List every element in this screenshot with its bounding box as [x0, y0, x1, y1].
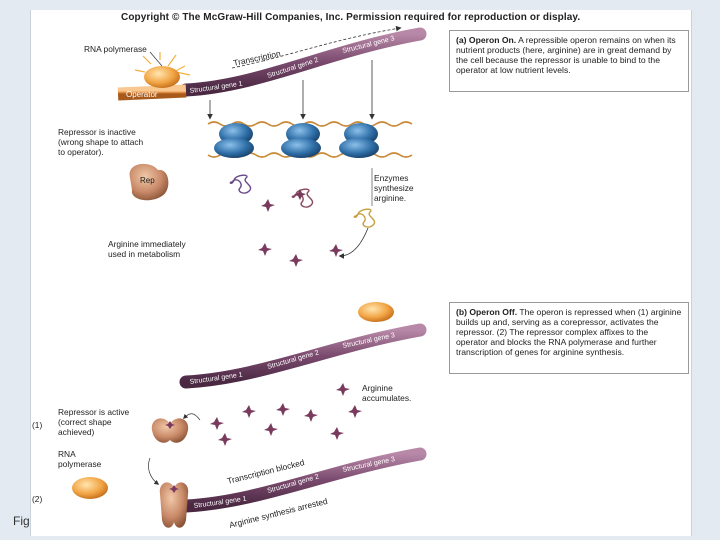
active-repressor: [151, 418, 189, 443]
promoter-label-a: Promoter: [68, 90, 101, 99]
arginine-molecules-b: [210, 383, 362, 446]
figure-caption: Fig: [13, 514, 30, 528]
inactive-repressor: [129, 163, 169, 201]
repressor-active-label: Repressor is active (correct shape achie…: [58, 407, 132, 437]
rna-polymerase-idle-b: [358, 302, 394, 322]
operator-label-b1: Operator: [126, 379, 158, 388]
rna-polymerase-label-b: RNA polymerase: [58, 449, 102, 469]
dna-strand-b1: [45, 323, 427, 390]
rna-polymerase-label-a: RNA polymerase: [84, 44, 147, 54]
panel-b-body: The operon is repressed when (1) arginin…: [456, 307, 682, 357]
rna-polymerase-blocked: [72, 477, 108, 499]
promoter-label-b1: Promoter: [68, 379, 101, 388]
step-2-marker: (2): [32, 494, 42, 504]
arginine-accumulates-label: Arginine accumulates.: [362, 383, 411, 403]
panel-a-title: (a) Operon On.: [456, 35, 517, 45]
panel-b-description: (b) Operon Off. The operon is repressed …: [449, 302, 689, 374]
promoter-label-b2: Promoter: [68, 503, 101, 512]
rep-label: Rep: [140, 176, 155, 185]
ribosome-2: [281, 123, 321, 158]
enzymes-label: Enzymes synthesize arginine.: [374, 173, 416, 203]
dna-strand-a: [45, 27, 427, 101]
copyright-notice: Copyright © The McGraw-Hill Companies, I…: [121, 12, 581, 23]
slide-frame: Copyright © The McGraw-Hill Companies, I…: [30, 10, 692, 536]
rna-polymerase-a: [134, 52, 191, 88]
ribosome-3: [339, 123, 379, 158]
panel-b-title: (b) Operon Off.: [456, 307, 518, 317]
repressor-bound-operator: [159, 482, 189, 528]
arginine-molecules-a: [258, 189, 343, 267]
operator-label-b2: Operator: [126, 503, 158, 512]
operator-label-a: Operator: [126, 90, 158, 99]
arginine-used-label: Arginine immediately used in metabolism: [108, 239, 188, 259]
ribosome-1: [214, 123, 254, 158]
transcription-label: Transcription: [232, 48, 281, 68]
transcription-arrow: [231, 25, 402, 69]
panel-a-body: A repressible operon remains on when its…: [456, 35, 676, 75]
repressor-inactive-label: Repressor is inactive (wrong shape to at…: [58, 127, 146, 157]
panel-a-description: (a) Operon On. A repressible operon rema…: [449, 30, 689, 92]
enzyme-blobs: [229, 174, 376, 228]
step-1-marker: (1): [32, 420, 42, 430]
